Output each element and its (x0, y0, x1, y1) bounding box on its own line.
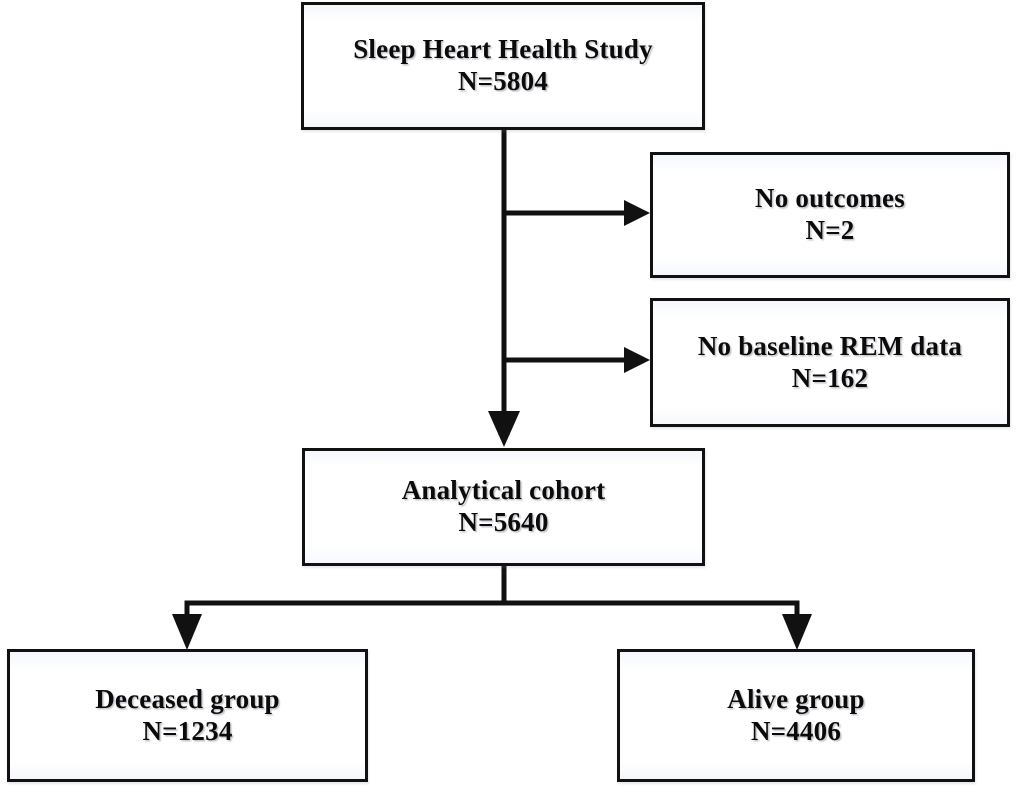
arrowhead-to-alive (782, 614, 812, 650)
node-analytical-cohort: Analytical cohort N=5640 (302, 448, 705, 566)
node-exclusion-no-outcomes: No outcomes N=2 (650, 152, 1010, 278)
node-exclusion-1-count: N=2 (805, 215, 855, 245)
connector-split-left (184, 566, 507, 632)
node-cohort-count: N=5640 (458, 507, 549, 537)
arrowhead-to-cohort (488, 411, 520, 447)
node-deceased-title: Deceased group (95, 683, 280, 714)
node-deceased-count: N=1234 (142, 715, 233, 746)
node-deceased-group: Deceased group N=1234 (7, 649, 368, 782)
node-source-cohort: Sleep Heart Health Study N=5804 (301, 2, 705, 130)
node-source-title: Sleep Heart Health Study (353, 34, 653, 65)
arrowhead-to-exclusion-2 (624, 347, 650, 373)
node-alive-count: N=4406 (750, 715, 842, 746)
arrowhead-to-exclusion-1 (624, 200, 650, 226)
node-cohort-title: Analytical cohort (401, 475, 606, 506)
node-alive-title: Alive group (727, 683, 865, 714)
node-alive-group: Alive group N=4406 (617, 649, 975, 782)
node-exclusion-2-title: No baseline REM data (697, 330, 963, 361)
node-exclusion-2-count: N=162 (791, 362, 869, 393)
node-exclusion-no-baseline-rem: No baseline REM data N=162 (650, 298, 1010, 427)
arrowhead-to-deceased (172, 614, 202, 650)
node-source-count: N=5804 (457, 66, 549, 96)
connector-split-right (504, 600, 800, 632)
node-exclusion-1-title: No outcomes (755, 183, 905, 214)
